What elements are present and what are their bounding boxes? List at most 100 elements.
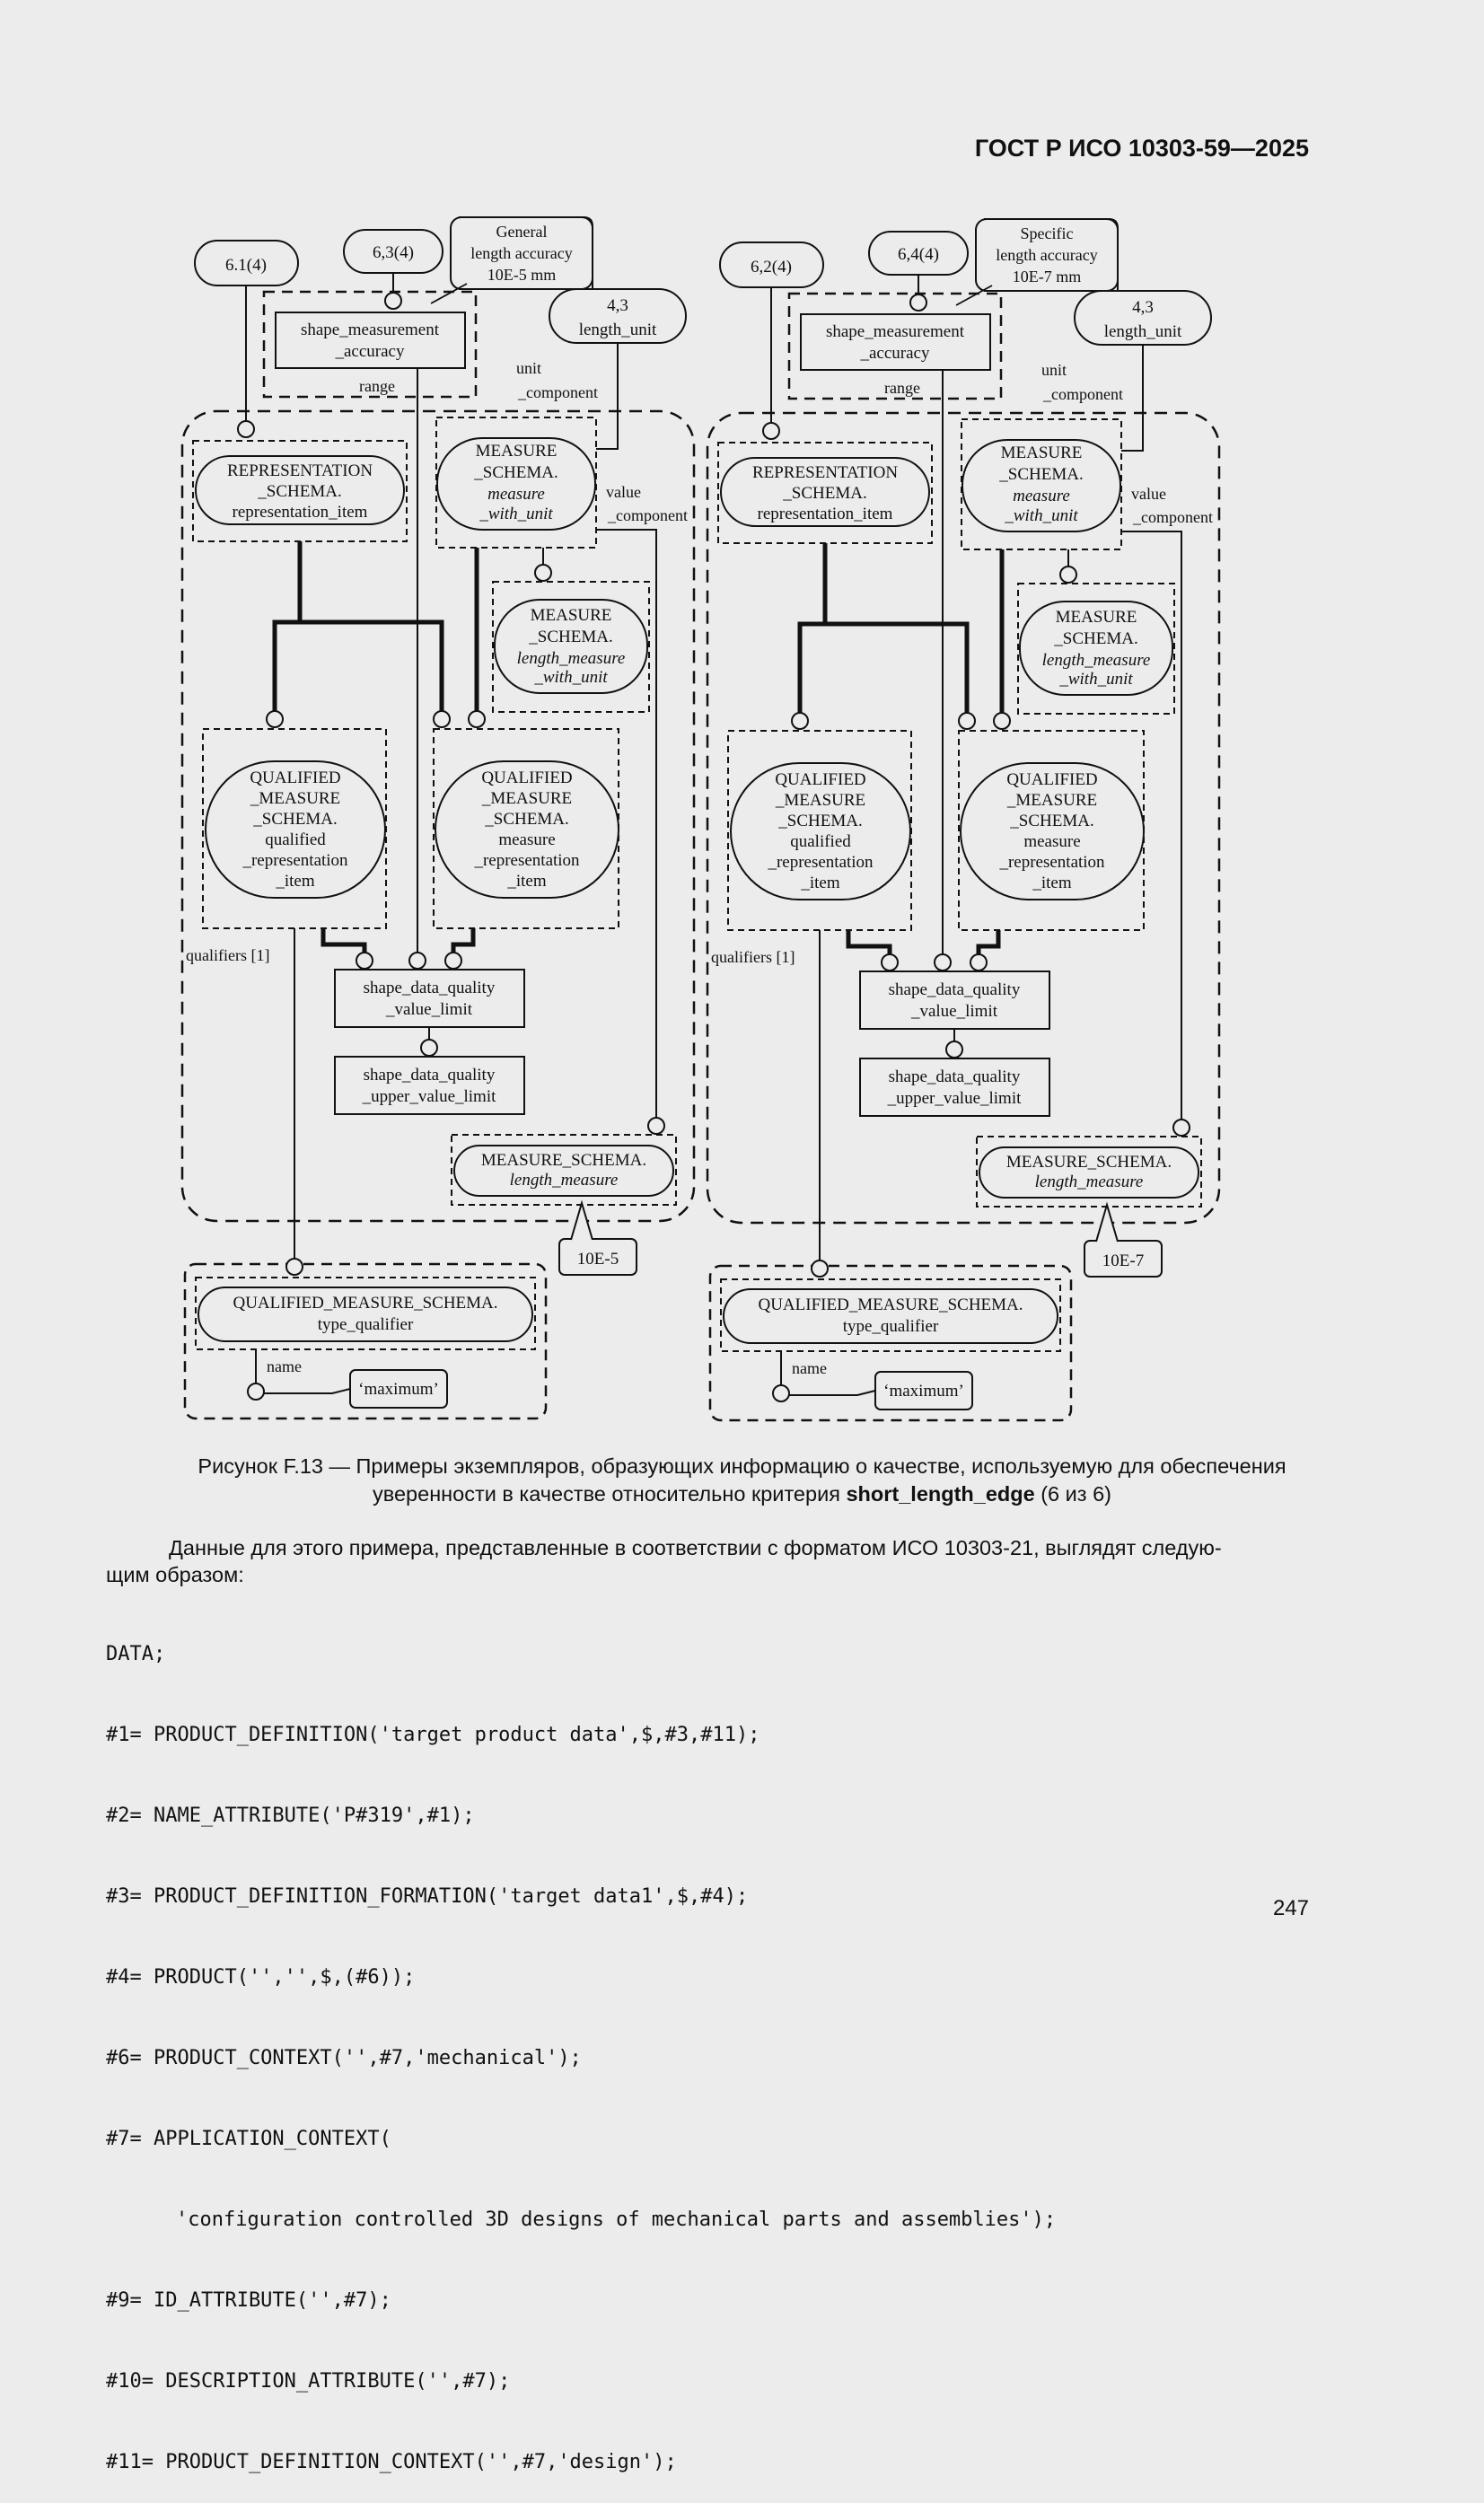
diagram-label-ref1: 6,4(4)	[898, 245, 939, 264]
diagram-label-qr2: _SCHEMA.	[252, 810, 337, 829]
diagram-label-ri2: representation_item	[758, 505, 893, 523]
diagram-label-note2: 10E-7 mm	[1013, 268, 1082, 285]
diagram-label-mr4: _representation	[473, 851, 580, 870]
diagram-label-qr2: _SCHEMA.	[777, 812, 862, 830]
diagram-label-acc0: shape_measurement	[301, 321, 440, 339]
code-line: #2= NAME_ATTRIBUTE('P#319',#1);	[106, 1805, 475, 1827]
diagram-label-lm0: MEASURE_SCHEMA.	[481, 1151, 646, 1170]
diagram-label-note0: General	[496, 223, 548, 241]
diagram-label-tq0: QUALIFIED_MEASURE_SCHEMA.	[233, 1294, 497, 1313]
caption-line-2: уверенности в качестве относительно крит…	[373, 1482, 1111, 1506]
diagram-label-ri0: REPRESENTATION	[227, 461, 373, 480]
diagram-label-mwu2: measure	[487, 485, 545, 504]
diagram-label-quals: qualifiers [1]	[711, 948, 795, 966]
diagram-label-ri1: _SCHEMA.	[782, 484, 866, 503]
diagram-label-ref2: 4,3	[1132, 298, 1154, 317]
diagram-label-tq1: type_qualifier	[318, 1315, 414, 1334]
diagram-label-qr4: _representation	[767, 853, 874, 872]
diagram-label-uc1: _component	[517, 383, 598, 401]
diagram-label-ref0: 6.1(4)	[225, 256, 267, 275]
diagram-label-qr4: _representation	[241, 851, 348, 870]
caption-criterion: short_length_edge	[846, 1482, 1035, 1506]
diagram-label-mr1: _MEASURE	[481, 789, 572, 808]
diagram-label-tq0: QUALIFIED_MEASURE_SCHEMA.	[758, 1295, 1023, 1314]
diagram-label-ref_lu: length_unit	[579, 321, 657, 339]
diagram-label-ref_lu: length_unit	[1104, 322, 1182, 341]
diagram-label-mr5: _item	[1032, 874, 1071, 892]
diagram-left: 6.1(4) 6,3(4) 4,3 length_unit General le…	[180, 216, 696, 1420]
diagram-label-vl0: shape_data_quality	[364, 979, 496, 997]
diagram-label-mwu3: _with_unit	[479, 505, 553, 523]
diagram-label-uc1: _component	[1042, 385, 1123, 403]
figure-caption: Рисунок F.13 — Примеры экземпляров, обра…	[90, 1453, 1394, 1508]
code-line: DATA;	[106, 1643, 166, 1665]
diagram-label-qr1: _MEASURE	[250, 789, 340, 808]
diagram-label-vl1: _value_limit	[385, 1000, 473, 1019]
diagram-label-qr0: QUALIFIED	[250, 768, 340, 787]
page-number: 247	[1272, 1896, 1309, 1920]
code-line: #1= PRODUCT_DEFINITION('target product d…	[106, 1724, 760, 1746]
diagram-label-lm0: MEASURE_SCHEMA.	[1006, 1153, 1172, 1172]
diagram-label-qr3: qualified	[265, 830, 326, 849]
diagram-label-qr5: _item	[800, 874, 839, 892]
code-line: #6= PRODUCT_CONTEXT('',#7,'mechanical');	[106, 2047, 582, 2069]
code-line: #3= PRODUCT_DEFINITION_FORMATION('target…	[106, 1885, 749, 1908]
diagram-label-vn: 10E-7	[1102, 1252, 1144, 1270]
diagram-label-qr1: _MEASURE	[775, 791, 865, 810]
body-paragraph: Данные для этого примера, представленные…	[106, 1536, 1222, 1586]
diagram-label-lmwu0: MEASURE	[1056, 608, 1137, 627]
diagram-label-note1: length accuracy	[996, 246, 1097, 264]
diagram-label-nm: name	[792, 1359, 827, 1377]
diagram-label-acc1: _accuracy	[335, 342, 405, 361]
code-line: #9= ID_ATTRIBUTE('',#7);	[106, 2289, 391, 2312]
diagram-label-lmwu1: _SCHEMA.	[1053, 629, 1137, 648]
diagram-label-range: range	[884, 379, 920, 397]
diagram-label-qr0: QUALIFIED	[775, 770, 865, 789]
diagram-label-vl0: shape_data_quality	[889, 980, 1021, 999]
diagram-label-mwu1: _SCHEMA.	[998, 465, 1083, 484]
diagram-label-uc0: unit	[516, 359, 541, 377]
diagram-label-tq1: type_qualifier	[843, 1317, 939, 1336]
document-header: ГОСТ Р ИСО 10303-59—2025	[974, 135, 1309, 162]
diagram-label-uvl0: shape_data_quality	[364, 1066, 496, 1085]
diagram-label-lm1: length_measure	[1035, 1172, 1144, 1191]
diagram-label-lmwu3: _with_unit	[1058, 670, 1133, 689]
code-line: #4= PRODUCT('','',$,(#6));	[106, 1966, 416, 1989]
diagram-label-uvl1: _upper_value_limit	[887, 1089, 1023, 1108]
diagram-label-mr3: measure	[498, 830, 555, 849]
diagram-label-qr5: _item	[275, 872, 314, 891]
diagram-label-mwu2: measure	[1013, 487, 1070, 505]
diagram-label-note0: Specific	[1021, 224, 1074, 242]
diagram-label-mr0: QUALIFIED	[1006, 770, 1097, 789]
diagram-label-mr2: _SCHEMA.	[1009, 812, 1093, 830]
code-line: #10= DESCRIPTION_ATTRIBUTE('',#7);	[106, 2370, 511, 2393]
code-line: #11= PRODUCT_DEFINITION_CONTEXT('',#7,'d…	[106, 2451, 677, 2473]
diagram-label-mr1: _MEASURE	[1006, 791, 1097, 810]
diagram-label-uvl0: shape_data_quality	[889, 1067, 1021, 1086]
diagram-label-range: range	[359, 377, 395, 395]
diagram-label-acc1: _accuracy	[860, 344, 930, 363]
diagram-label-uc0: unit	[1041, 361, 1067, 379]
diagram-label-mr3: measure	[1023, 832, 1080, 851]
diagram-label-ri1: _SCHEMA.	[257, 482, 341, 501]
code-line: #7= APPLICATION_CONTEXT(	[106, 2128, 391, 2150]
diagram-label-vc0: value	[1131, 485, 1166, 503]
diagram-label-lm1: length_measure	[510, 1171, 619, 1190]
instance-diagram: 6.1(4) 6,3(4) 4,3 length_unit General le…	[180, 216, 1221, 1422]
diagram-label-lmwu2: length_measure	[517, 649, 626, 668]
code-listing: DATA; #1= PRODUCT_DEFINITION('target pro…	[106, 1587, 1056, 2503]
diagram-label-mwu1: _SCHEMA.	[473, 463, 558, 482]
diagram-label-nv: ‘maximum’	[883, 1382, 964, 1401]
diagram-label-mr2: _SCHEMA.	[484, 810, 568, 829]
caption-line-1: Рисунок F.13 — Примеры экземпляров, обра…	[198, 1454, 1286, 1478]
diagram-label-ref0: 6,2(4)	[751, 258, 792, 277]
diagram-label-vl1: _value_limit	[910, 1002, 998, 1021]
code-line: 'configuration controlled 3D designs of …	[176, 2209, 1057, 2231]
diagram-label-quals: qualifiers [1]	[186, 946, 269, 964]
diagram-label-nv: ‘maximum’	[358, 1380, 439, 1399]
diagram-label-ri0: REPRESENTATION	[752, 463, 898, 482]
diagram-label-lmwu1: _SCHEMA.	[528, 628, 612, 646]
diagram-label-mr0: QUALIFIED	[481, 768, 572, 787]
diagram-label-ri2: representation_item	[233, 503, 368, 522]
diagram-label-ref1: 6,3(4)	[373, 243, 414, 262]
